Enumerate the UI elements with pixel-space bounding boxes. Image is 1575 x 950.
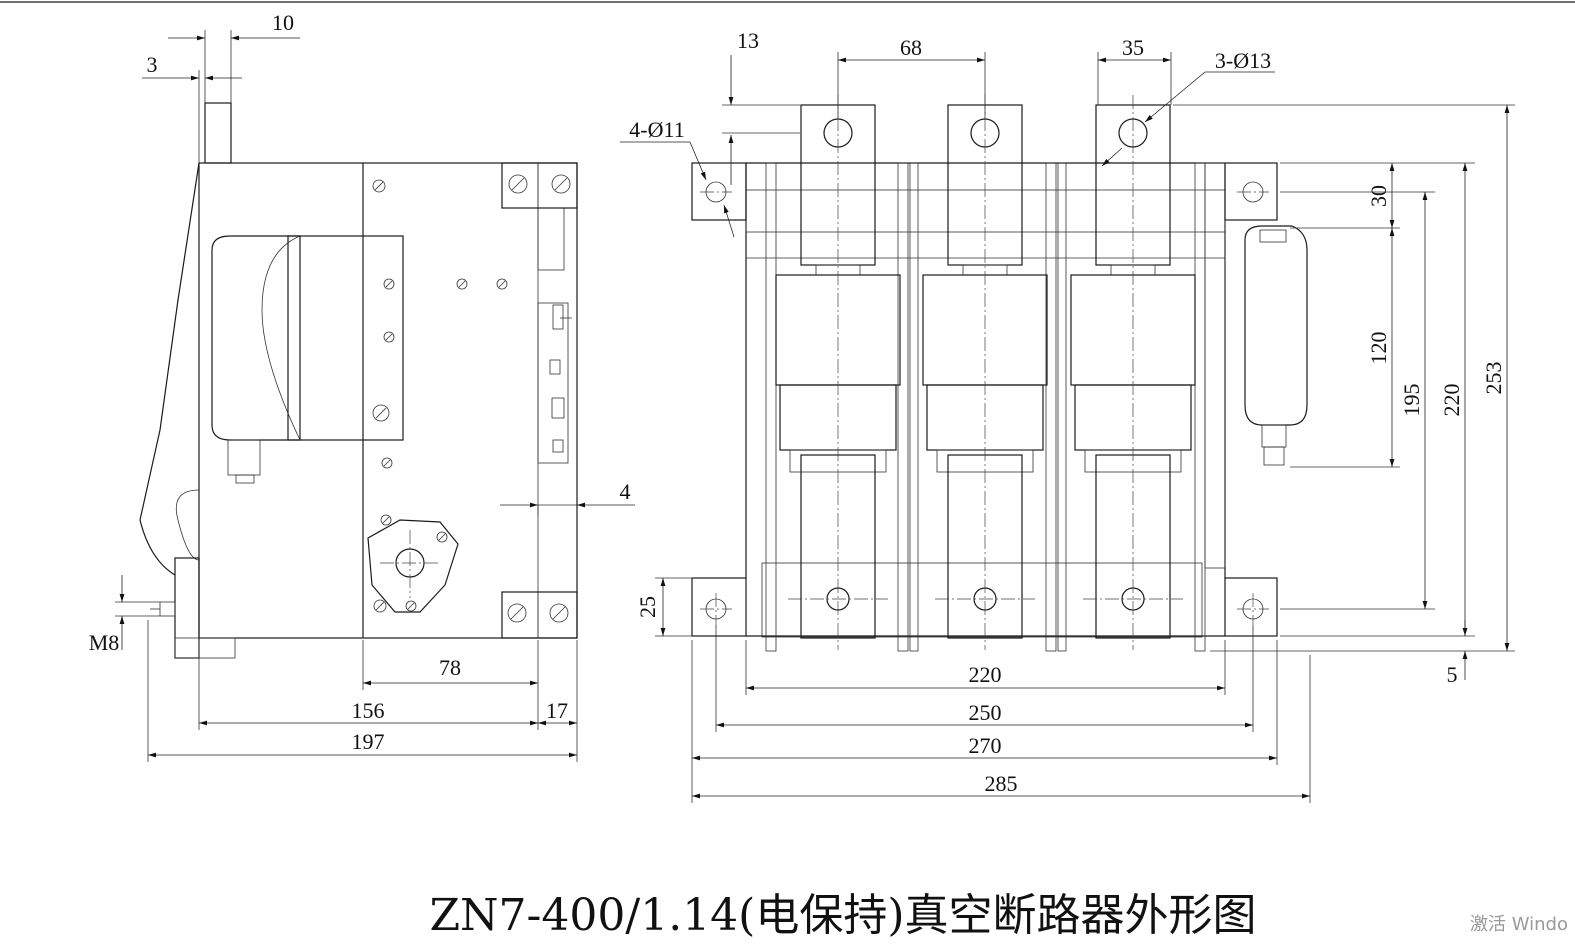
dim-label-side-4: 4 xyxy=(620,479,631,504)
side-body xyxy=(198,162,578,639)
drawing-title: ZN7-400/1.14(电保持)真空断路器外形图 xyxy=(429,890,1256,941)
dim-label-17: 17 xyxy=(546,698,568,723)
dim-label-4-d11: 4-Ø11 xyxy=(629,117,684,142)
side-view-dimensions xyxy=(115,30,635,762)
side-top-tab xyxy=(204,102,232,164)
mount-ear-top-right xyxy=(1224,162,1278,221)
dim-label-13: 13 xyxy=(737,28,759,53)
dim-label-5: 5 xyxy=(1447,662,1458,687)
dim-label-78: 78 xyxy=(439,655,461,680)
dim-label-3-d13: 3-Ø13 xyxy=(1215,48,1271,73)
mount-ear-bottom-left xyxy=(691,577,747,637)
dim-label-195: 195 xyxy=(1399,384,1424,417)
dim-label-25: 25 xyxy=(635,596,660,618)
dim-label-285: 285 xyxy=(985,771,1018,796)
dim-label-68: 68 xyxy=(900,35,922,60)
side-view xyxy=(139,102,578,659)
dim-label-197: 197 xyxy=(352,729,385,754)
dim-label-side-3: 3 xyxy=(147,52,158,77)
front-view-dimensions xyxy=(620,52,1515,803)
dim-label-120: 120 xyxy=(1366,332,1391,365)
dim-label-35: 35 xyxy=(1122,35,1144,60)
dimension-labels: 10 3 4 M8 78 156 17 197 13 68 35 3-Ø13 4… xyxy=(89,10,1506,796)
dim-label-270: 270 xyxy=(969,733,1002,758)
mount-ear-bottom-right xyxy=(1224,577,1278,637)
front-view xyxy=(691,162,1308,652)
dim-label-30: 30 xyxy=(1366,185,1391,207)
dim-label-220-horizontal: 220 xyxy=(969,662,1002,687)
dim-label-side-10: 10 xyxy=(272,10,294,35)
windows-activation-watermark: 激活 Windo xyxy=(1470,914,1568,935)
dim-label-220-vertical: 220 xyxy=(1439,384,1464,417)
dim-label-156: 156 xyxy=(352,698,385,723)
dim-label-250: 250 xyxy=(969,700,1002,725)
mounting-holes xyxy=(700,181,1269,625)
poles xyxy=(775,95,1196,650)
mount-ear-top-left xyxy=(691,162,747,221)
dim-label-253: 253 xyxy=(1481,362,1506,395)
dim-label-m8: M8 xyxy=(89,630,120,655)
side-view-screws xyxy=(372,174,571,623)
